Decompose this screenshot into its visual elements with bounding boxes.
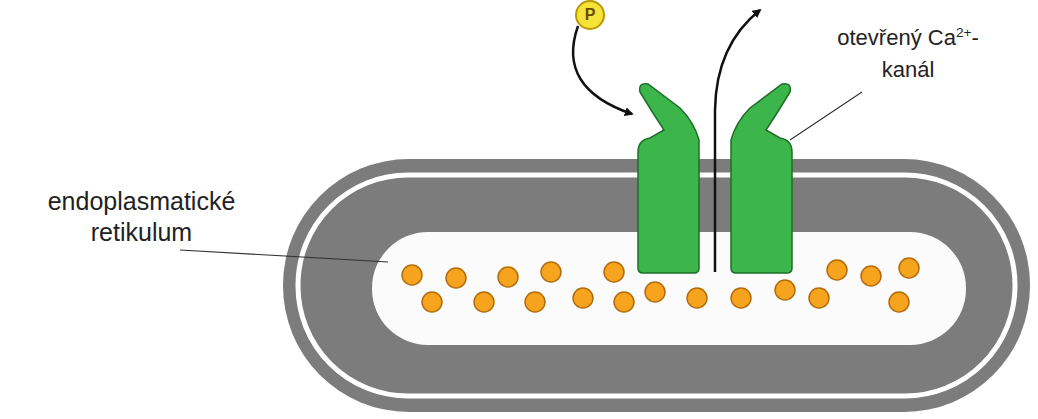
node-text: P xyxy=(585,6,596,24)
leader-line xyxy=(790,92,862,140)
organelle-label: endoplasmatické retikulum xyxy=(4,186,279,248)
ion-flow-arrow xyxy=(715,10,760,272)
ligand-circle: P xyxy=(575,0,605,30)
binding-arrow xyxy=(573,26,632,114)
leader-line xyxy=(180,250,388,262)
channel-label: otevřený Ca2+-kanál xyxy=(828,22,988,86)
